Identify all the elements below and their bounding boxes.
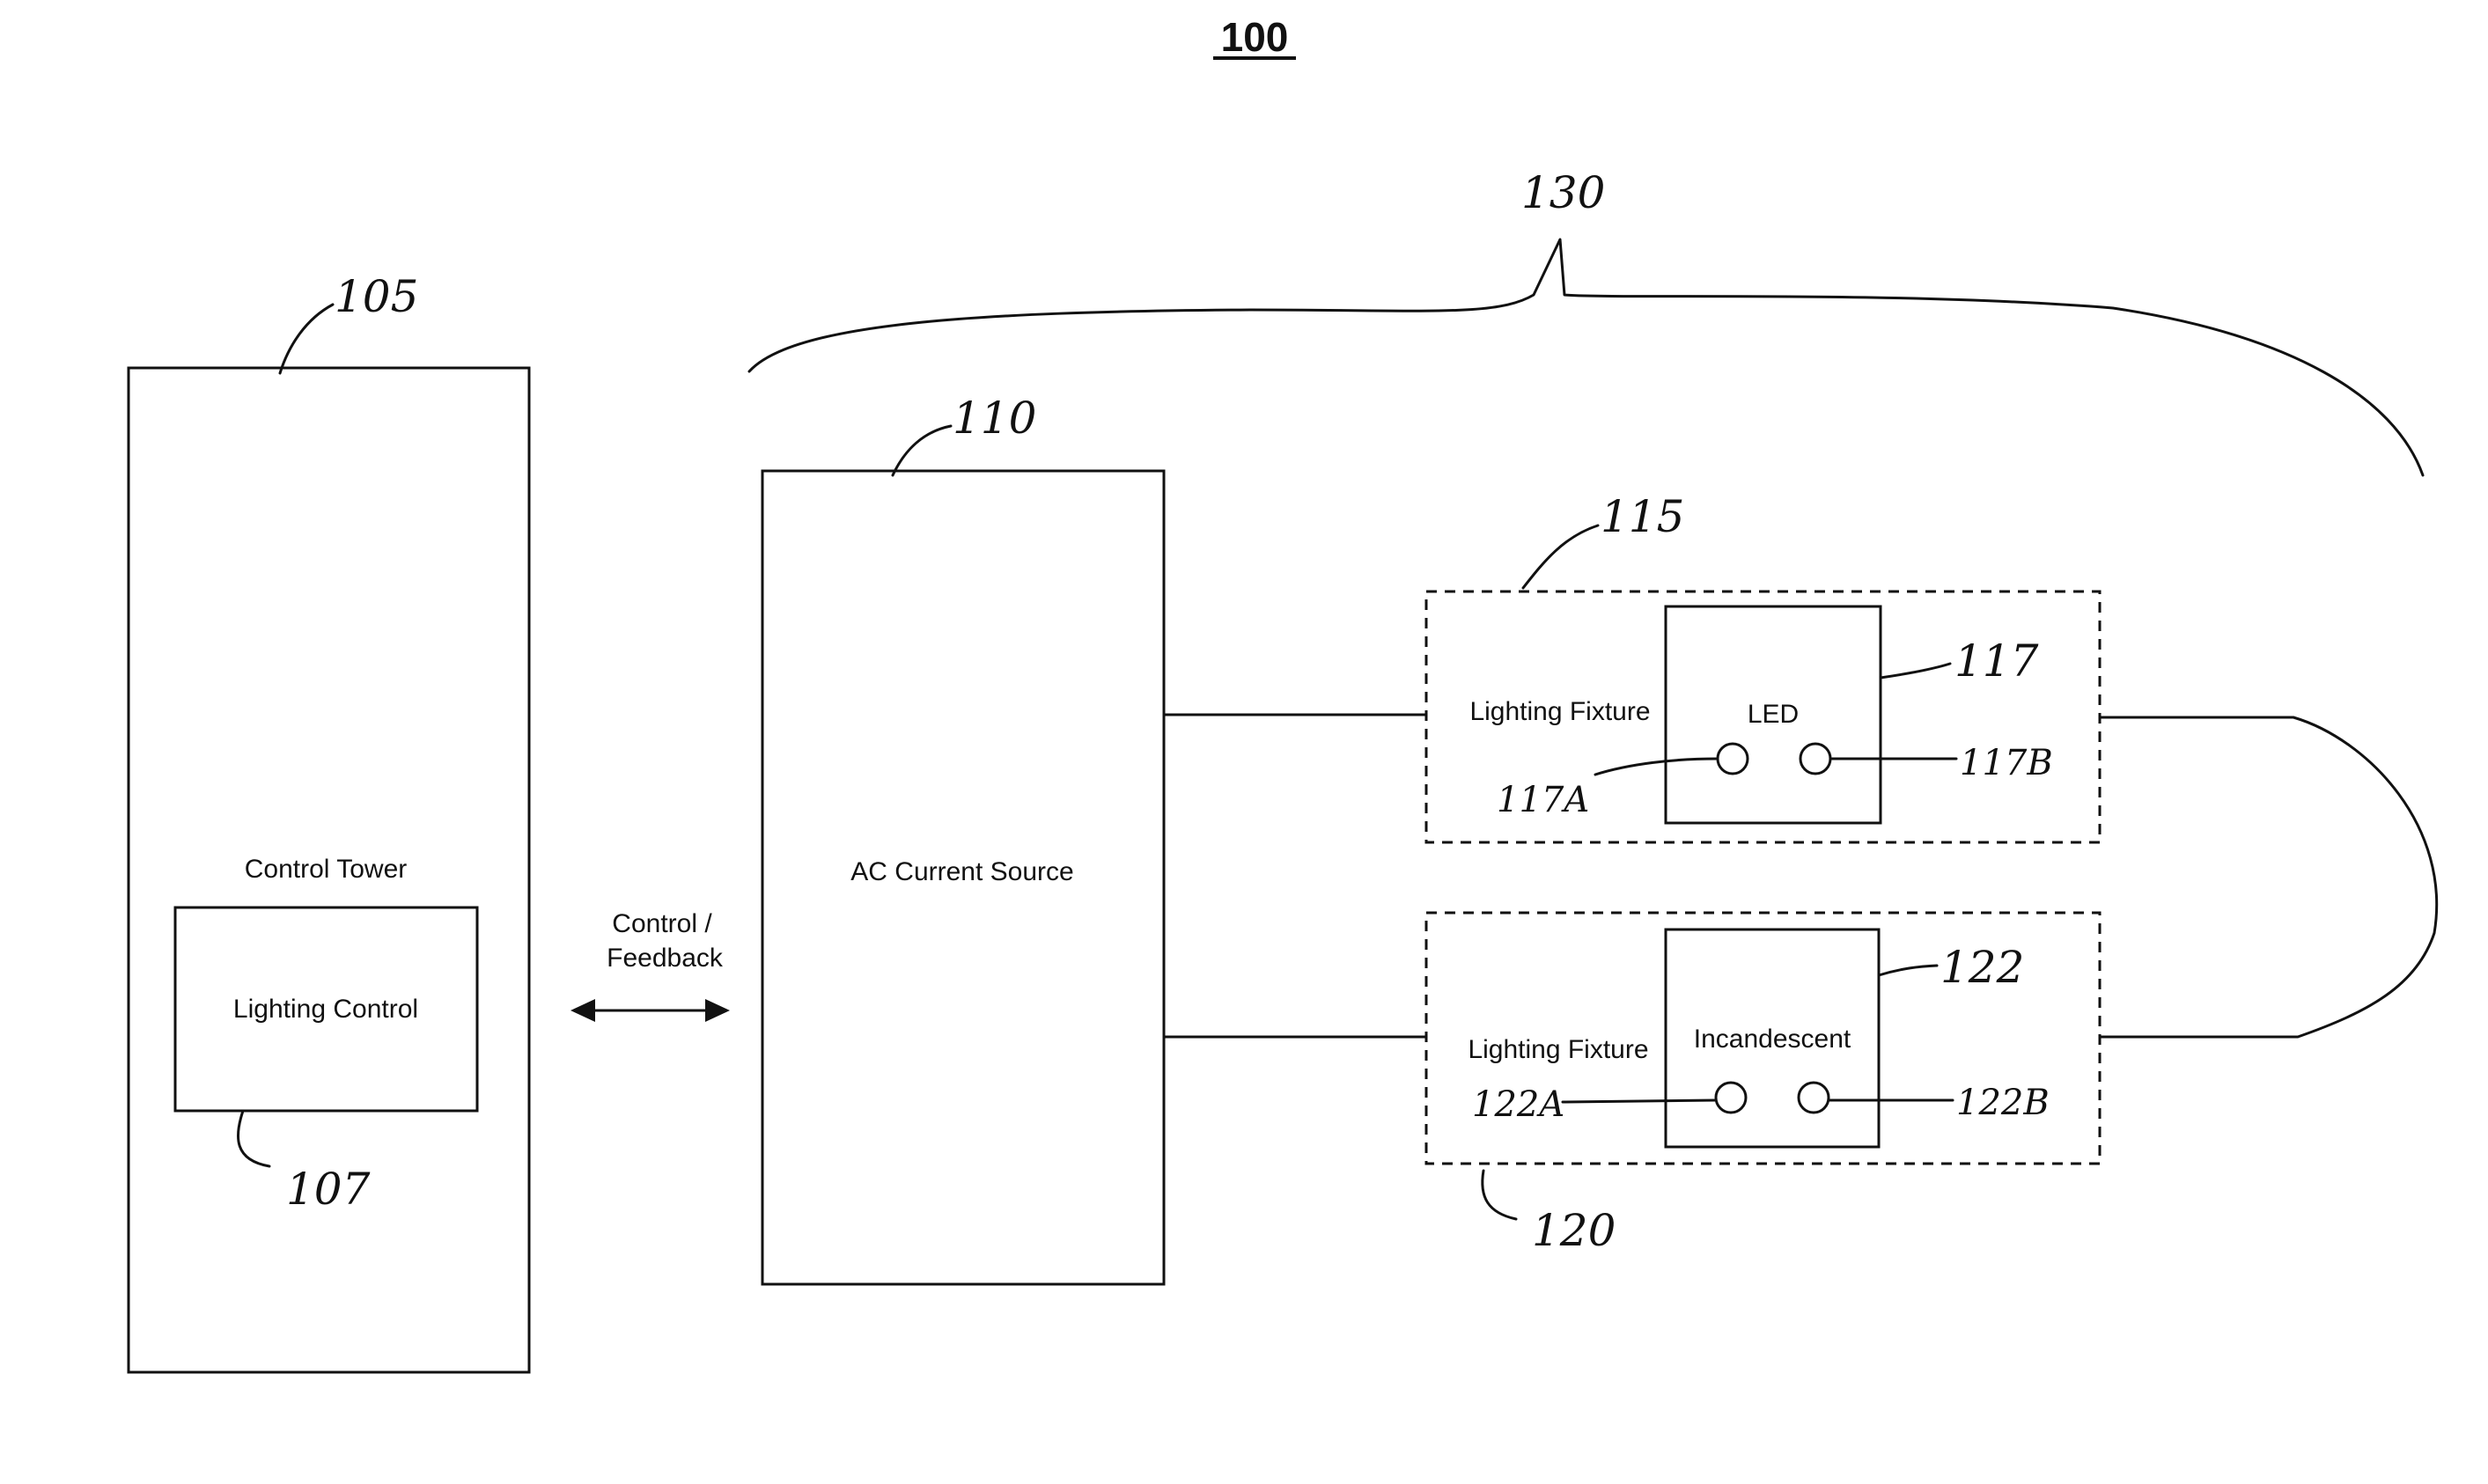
ac-source-label: AC Current Source [850, 857, 1073, 886]
incandescent-terminal-a [1716, 1083, 1746, 1113]
arrowhead-right [705, 999, 730, 1022]
led-leader [1881, 664, 1950, 678]
incandescent-terminal-a-leader [1563, 1100, 1716, 1102]
led-label: LED [1748, 700, 1799, 729]
fixture-top-leader [1523, 525, 1598, 588]
control-tower-leader [280, 305, 333, 373]
incandescent-terminal-a-ref: 122A [1472, 1084, 1564, 1125]
fixture-top-ref: 115 [1601, 491, 1684, 542]
control-tower-label: Control Tower [245, 855, 408, 884]
led-terminal-b [1800, 744, 1830, 774]
led-ref: 117 [1954, 635, 2039, 687]
link-label-line2: Feedback [607, 944, 724, 973]
lighting-control-ref: 107 [286, 1164, 371, 1215]
return-wire [2100, 717, 2437, 1037]
incandescent-terminal-b-ref: 122B [1956, 1083, 2050, 1123]
fixture-top-label: Lighting Fixture [1469, 697, 1650, 726]
fixture-bottom-label: Lighting Fixture [1468, 1035, 1648, 1064]
incandescent-label: Incandescent [1694, 1025, 1851, 1054]
incandescent-ref: 122 [1940, 942, 2024, 993]
fixture-bottom-leader [1483, 1171, 1516, 1219]
arrowhead-left [570, 999, 595, 1022]
led-terminal-a-ref: 117A [1497, 780, 1589, 820]
lighting-control-label: Lighting Control [233, 995, 418, 1024]
ac-source-ref: 110 [953, 393, 1036, 444]
figure-number: 100 [1221, 14, 1289, 60]
incandescent-leader [1879, 966, 1937, 975]
led-terminal-a [1718, 744, 1748, 774]
group-ref: 130 [1521, 167, 1605, 218]
led-terminal-b-ref: 117B [1960, 743, 2053, 783]
ac-source-leader [893, 426, 951, 475]
link-label-line1: Control / [612, 909, 712, 938]
incandescent-terminal-b [1799, 1083, 1829, 1113]
fixture-bottom-ref: 120 [1532, 1205, 1616, 1256]
control-tower-ref: 105 [335, 271, 418, 322]
